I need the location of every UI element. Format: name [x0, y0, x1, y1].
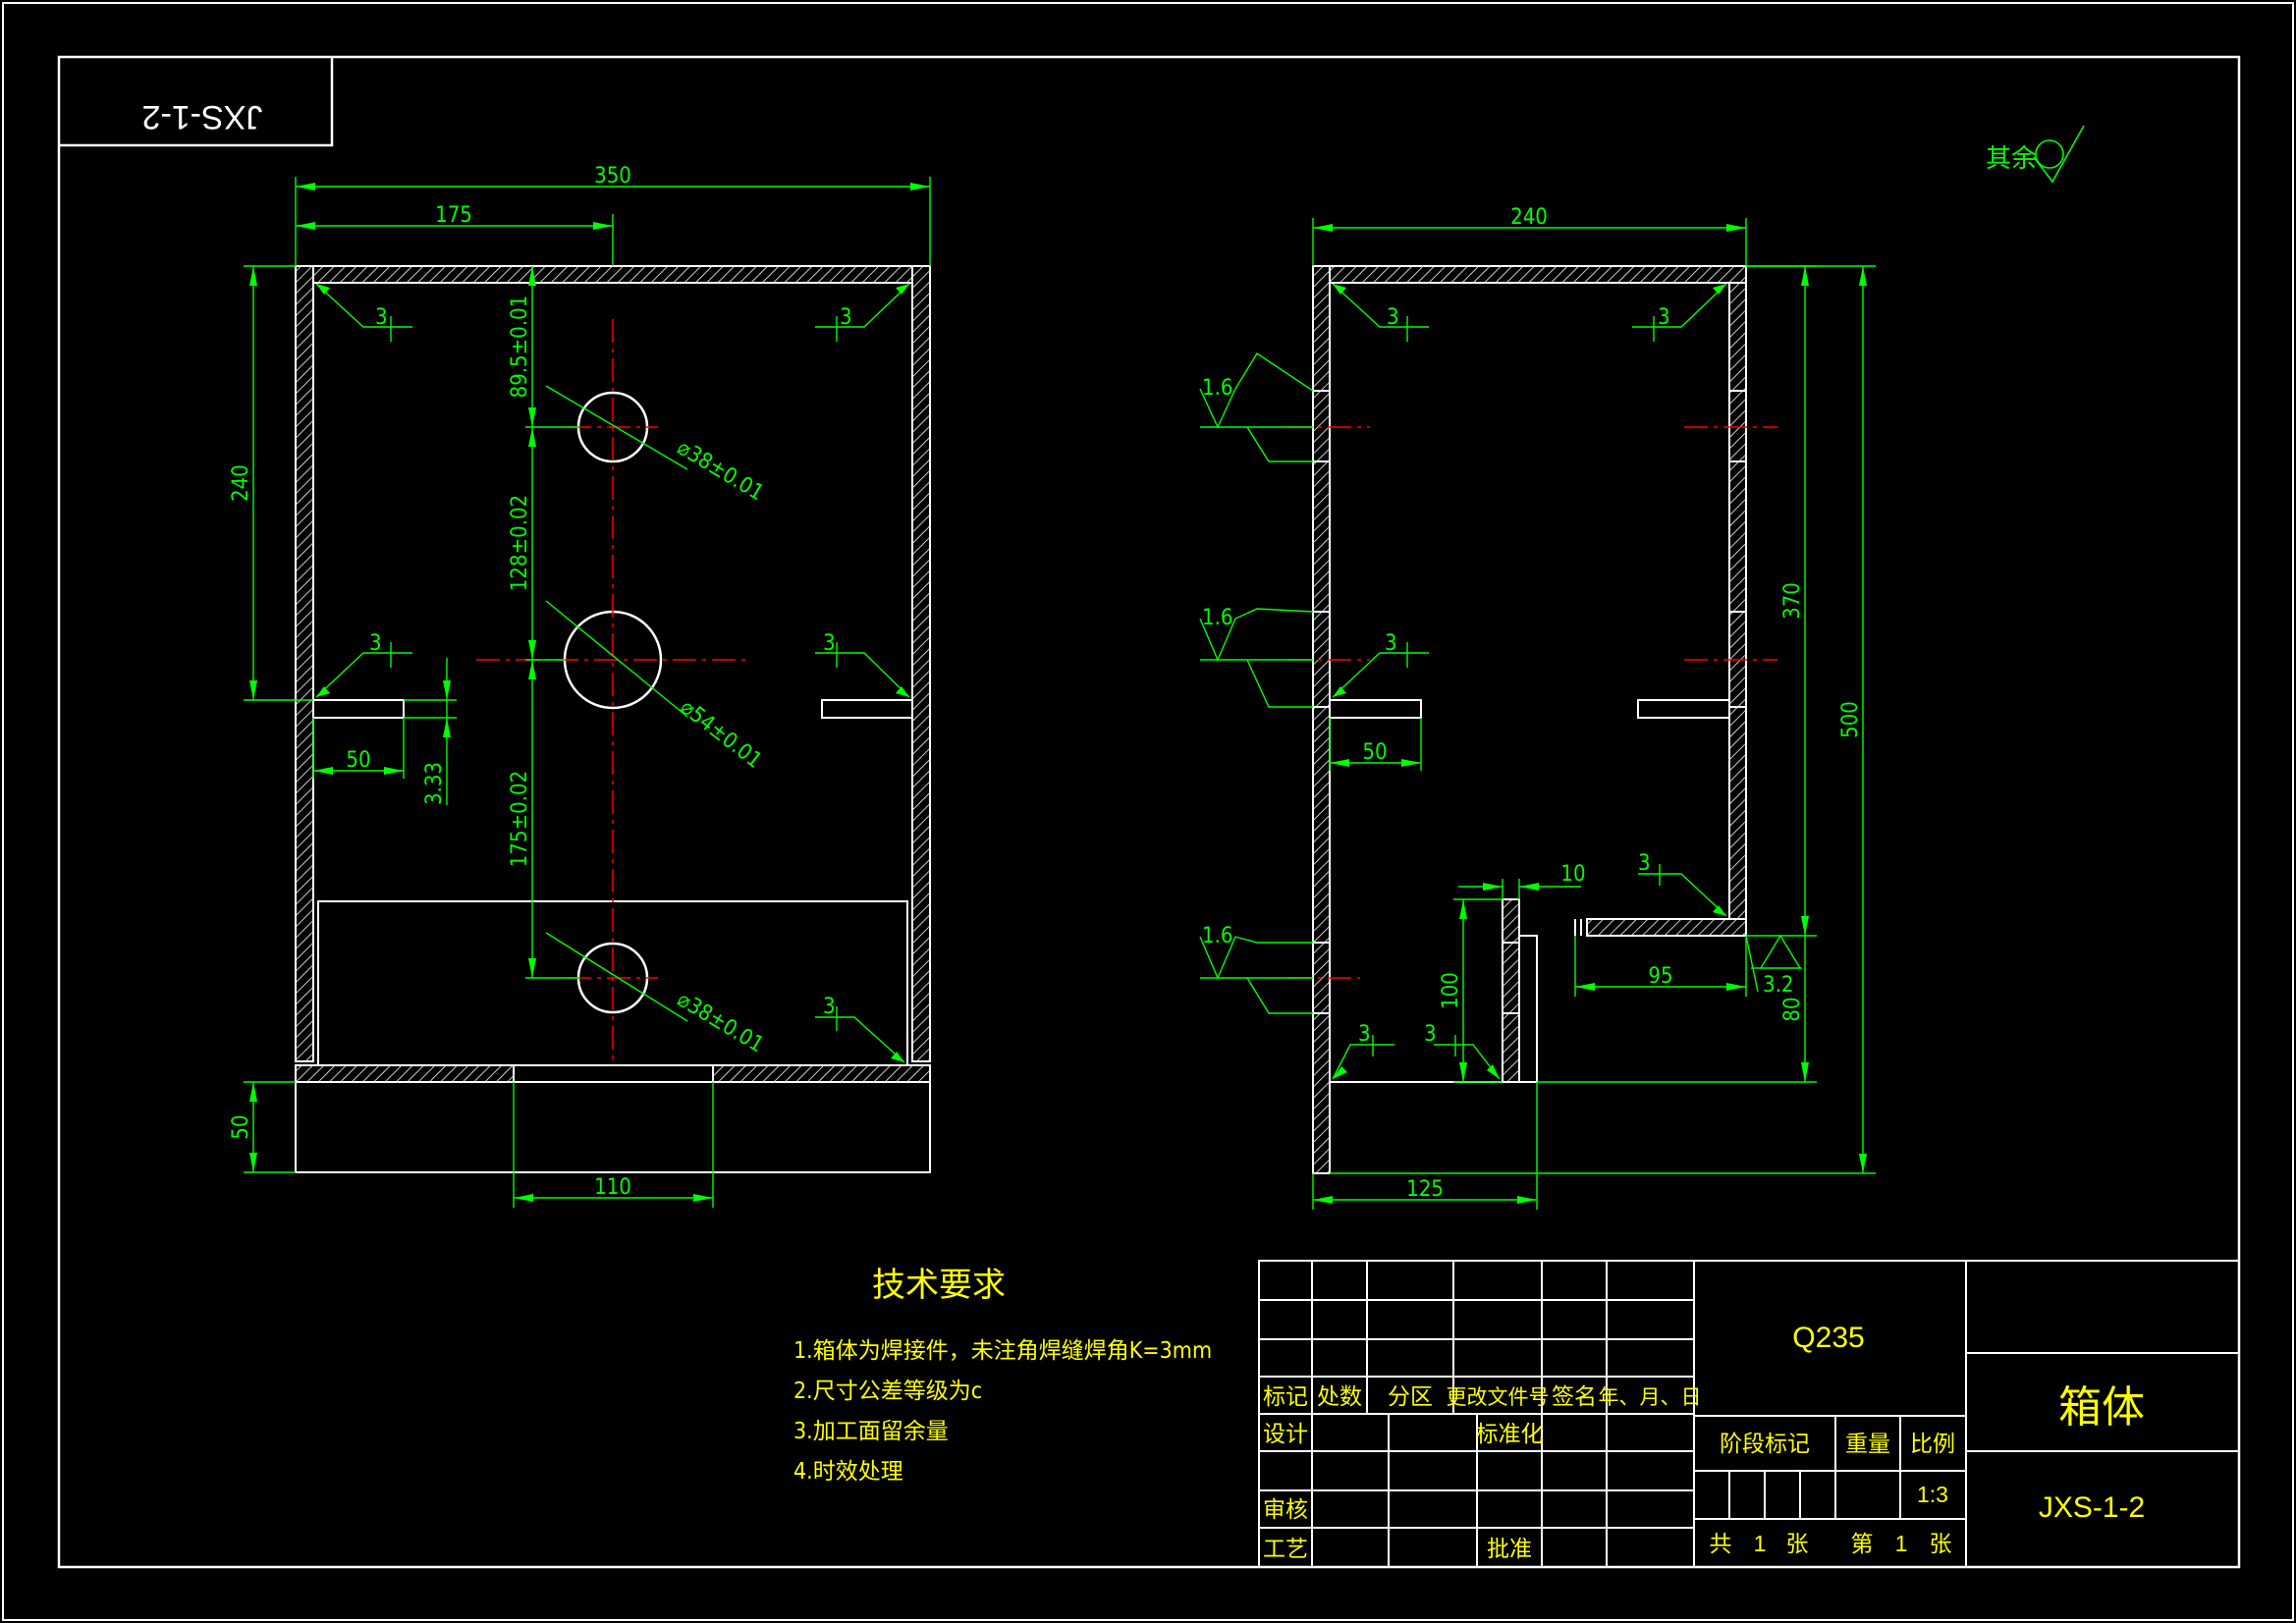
roughness-label: 1.6 — [1202, 924, 1232, 948]
side-wall-top — [1329, 265, 1747, 284]
side-step-post — [1502, 898, 1520, 1083]
tech-req-item: 1.箱体为焊接件，未注角焊缝焊角K=3mm — [793, 1338, 1212, 1364]
weld-label: 3 — [1638, 851, 1651, 876]
dim-hole1-pos: 89.5±0.01 — [508, 296, 532, 399]
title-block-grid — [1258, 1260, 2240, 1568]
tb-sheets-total-label: 共 — [1710, 1532, 1732, 1557]
roughness-label: 3.2 — [1763, 973, 1793, 998]
code-stamp-text: JXS-1-2 — [142, 98, 263, 135]
tb-sheets-unit2: 张 — [1930, 1532, 1952, 1557]
dim-side-125: 125 — [1406, 1177, 1444, 1202]
weld-label: 3 — [823, 631, 836, 656]
side-wall-right — [1728, 282, 1747, 925]
side-view: 240 370 500 80 95 10 100 125 50 1.6 1.6 … — [1199, 205, 1876, 1210]
tb-sheets-nth-label: 第 — [1851, 1532, 1874, 1557]
tb-sheets-total: 1 — [1754, 1531, 1767, 1556]
dim-front-width: 350 — [594, 164, 631, 189]
weld-label: 3 — [1424, 1022, 1437, 1047]
weld-label: 3 — [1387, 305, 1399, 330]
front-shelf-left — [312, 699, 405, 719]
front-base — [295, 1081, 931, 1173]
roughness-label: 1.6 — [1202, 606, 1232, 630]
dim-side-100: 100 — [1439, 972, 1463, 1009]
side-step-top — [1586, 918, 1747, 937]
tb-role-review: 审核 — [1263, 1497, 1308, 1523]
front-dimension-lines — [244, 177, 931, 1208]
tb-role-design: 设计 — [1263, 1422, 1308, 1447]
tb-weight: 重量 — [1845, 1432, 1890, 1457]
tb-scale-label: 比例 — [1910, 1432, 1955, 1457]
dim-hole2-pos: 128±0.02 — [508, 495, 532, 591]
front-view: 350 175 240 50 110 50 3.33 89.5±0.01 128… — [229, 164, 931, 1208]
tb-header-change-doc: 更改文件号 — [1447, 1385, 1550, 1409]
side-wall-openings — [1313, 390, 1746, 1014]
dim-side-shelf-len: 50 — [1362, 740, 1387, 765]
weld-label: 3 — [375, 305, 388, 330]
tech-req-item: 3.加工面留余量 — [793, 1419, 949, 1444]
front-centerlines — [476, 319, 751, 1065]
weld-label: 3 — [1658, 305, 1670, 330]
tech-requirements: 技术要求 1.箱体为焊接件，未注角焊缝焊角K=3mm 2.尺寸公差等级为c 3.… — [793, 1266, 1212, 1485]
weld-label: 3 — [840, 305, 852, 330]
tb-material: Q235 — [1792, 1322, 1864, 1354]
dim-side-width: 240 — [1510, 205, 1548, 230]
tb-drawing-no: JXS-1-2 — [2039, 1491, 2145, 1524]
tb-header-zone: 分区 — [1388, 1384, 1433, 1410]
hole-dia-1: ⌀38±0.01 — [673, 436, 768, 507]
tb-header-mark: 标记 — [1263, 1384, 1308, 1410]
side-wall-left — [1312, 265, 1331, 1174]
side-dimension-lines — [1199, 218, 1876, 1210]
tb-header-date: 年、月、日 — [1599, 1385, 1702, 1409]
front-wall-left — [295, 265, 314, 1062]
weld-label: 3 — [369, 631, 382, 656]
front-arrowheads — [249, 183, 930, 1202]
hole-dia-3: ⌀38±0.01 — [673, 988, 768, 1058]
tech-req-item: 4.时效处理 — [793, 1459, 903, 1485]
dim-hole3-pos: 175±0.02 — [508, 771, 532, 867]
side-arrowheads — [1313, 224, 1867, 1204]
front-wall-top — [312, 265, 913, 284]
tb-role-approve: 批准 — [1487, 1537, 1532, 1562]
tb-role-standardize: 标准化 — [1476, 1422, 1544, 1447]
weld-label: 3 — [1385, 631, 1397, 656]
hole-dia-2: ⌀54±0.01 — [676, 695, 766, 774]
dim-front-height: 240 — [229, 464, 253, 502]
weld-label: 3 — [823, 995, 836, 1019]
dim-side-10: 10 — [1560, 862, 1585, 887]
tb-part-name: 箱体 — [2058, 1382, 2145, 1433]
title-block: 标记 处数 分区 更改文件号 签名 年、月、日 设计 标准化 审核 工艺 批准 … — [1258, 1260, 2240, 1568]
roughness-default-note: 其余 — [1986, 125, 2085, 184]
tb-sheets-unit: 张 — [1786, 1532, 1809, 1557]
dim-front-shelf-len: 50 — [346, 748, 370, 773]
front-floor-right — [712, 1064, 931, 1083]
dim-front-shelf-thk: 3.33 — [422, 762, 447, 805]
dim-front-gap: 110 — [594, 1175, 631, 1200]
dim-front-base-height: 50 — [229, 1114, 253, 1139]
tb-role-process: 工艺 — [1263, 1537, 1308, 1562]
tech-req-title: 技术要求 — [872, 1266, 1006, 1305]
tb-stage-mark: 阶段标记 — [1720, 1432, 1810, 1457]
dim-side-500: 500 — [1838, 701, 1863, 738]
weld-label: 3 — [1358, 1022, 1371, 1047]
inner-border — [57, 55, 2241, 1569]
tb-header-count: 处数 — [1317, 1384, 1362, 1410]
tb-scale-value: 1:3 — [1917, 1482, 1948, 1507]
front-wall-right — [911, 265, 931, 1062]
tb-sheets-nth: 1 — [1895, 1531, 1908, 1556]
dim-side-95: 95 — [1648, 964, 1672, 989]
side-inner-lines — [1329, 699, 1730, 1083]
dim-front-half-width: 175 — [435, 203, 472, 228]
roughness-default-label: 其余 — [1986, 144, 2037, 174]
dim-side-370: 370 — [1780, 582, 1805, 620]
roughness-label: 1.6 — [1202, 376, 1232, 401]
dim-side-80: 80 — [1780, 997, 1805, 1021]
tech-req-item: 2.尺寸公差等级为c — [793, 1379, 982, 1404]
code-stamp: JXS-1-2 — [59, 57, 334, 147]
front-floor-left — [295, 1064, 515, 1083]
tb-header-sign: 签名 — [1552, 1384, 1597, 1410]
front-shelf-right — [821, 699, 913, 719]
